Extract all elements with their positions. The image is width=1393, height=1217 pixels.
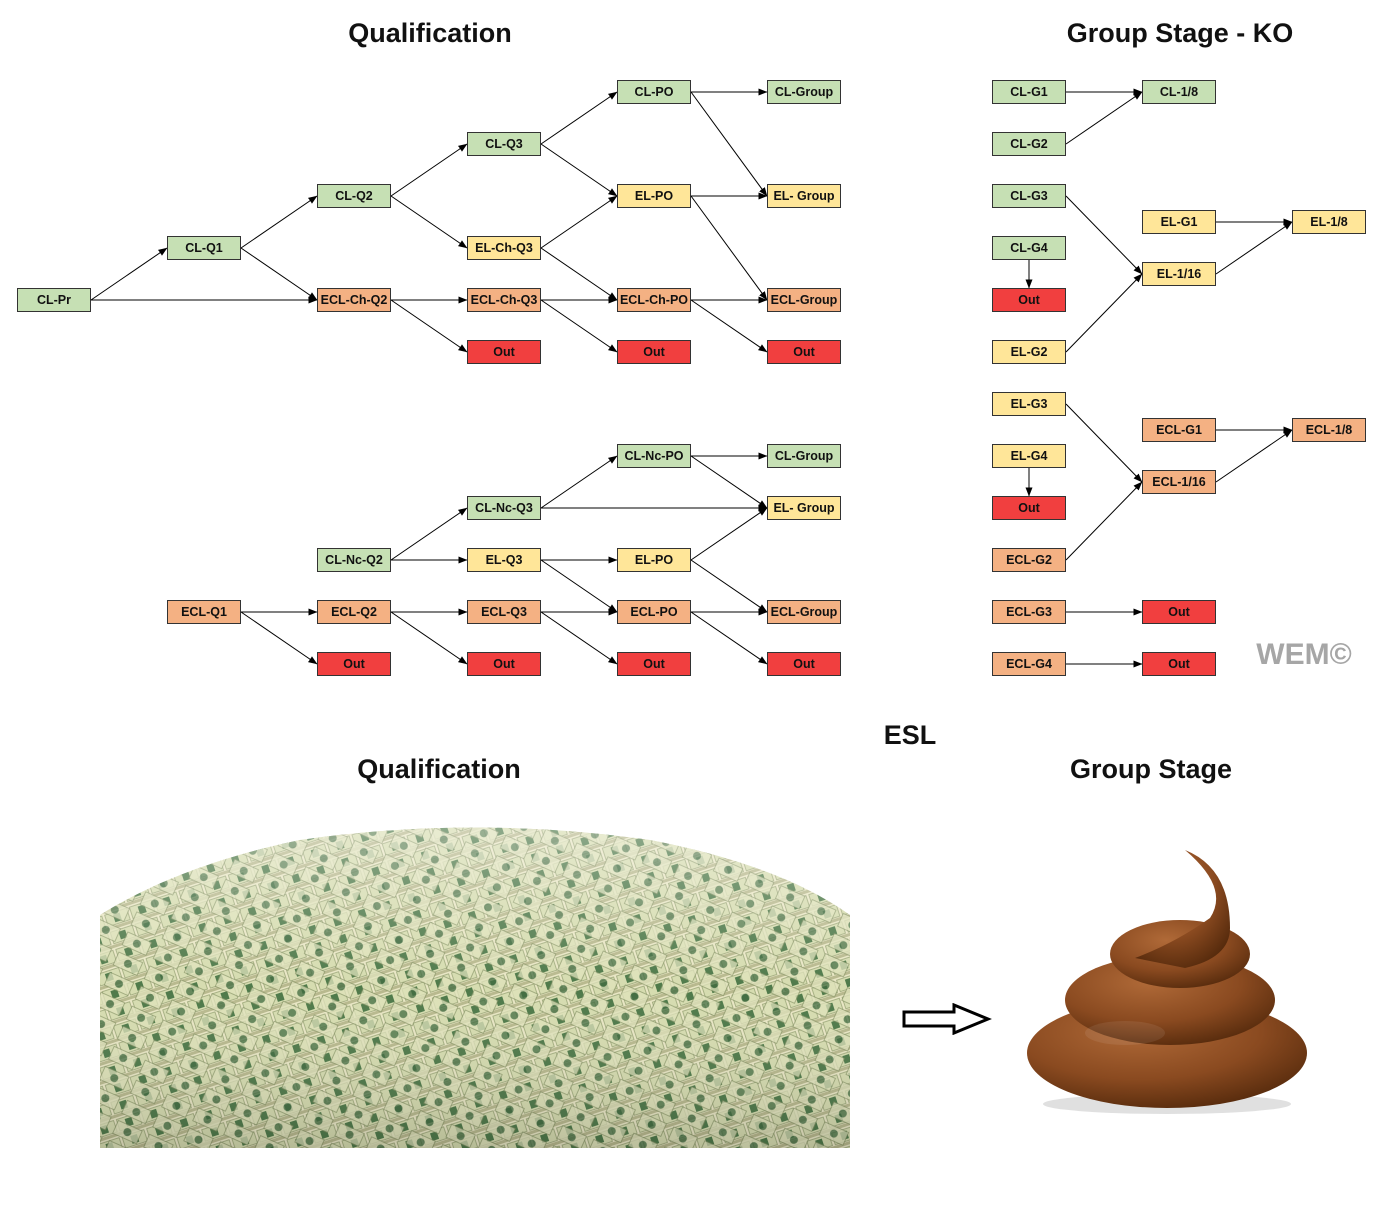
node-out: Out (467, 340, 541, 364)
node-el-1-16: EL-1/16 (1142, 262, 1216, 286)
node-out: Out (317, 652, 391, 676)
connector-eclchpo-out3 (691, 300, 767, 352)
connector-clpr-clq1 (91, 248, 167, 300)
money-pile-icon (100, 820, 850, 1148)
connector-elchq3-eclchpo (541, 248, 617, 300)
node-ecl-ch-po: ECL-Ch-PO (617, 288, 691, 312)
node-cl-nc-q3: CL-Nc-Q3 (467, 496, 541, 520)
node-cl-nc-po: CL-Nc-PO (617, 444, 691, 468)
node-ecl-1-16: ECL-1/16 (1142, 470, 1216, 494)
node-cl-1-8: CL-1/8 (1142, 80, 1216, 104)
connector-elpo2-elgroup2 (691, 508, 767, 560)
node-el-g4: EL-G4 (992, 444, 1066, 468)
node-out: Out (767, 652, 841, 676)
connector-clg2-cl18 (1066, 92, 1142, 144)
node-out: Out (617, 340, 691, 364)
node-el-1-8: EL-1/8 (1292, 210, 1366, 234)
connector-clg3-el116 (1066, 196, 1142, 274)
connector-elg2-el116 (1066, 274, 1142, 352)
node-cl-q1: CL-Q1 (167, 236, 241, 260)
node-ecl-q3: ECL-Q3 (467, 600, 541, 624)
node-el-group: EL- Group (767, 496, 841, 520)
poop-icon (1025, 848, 1310, 1133)
connector-eclchq2-out1 (391, 300, 467, 352)
connector-clncq2-clncq3 (391, 508, 467, 560)
node-el-g1: EL-G1 (1142, 210, 1216, 234)
node-cl-g4: CL-G4 (992, 236, 1066, 260)
node-el-g2: EL-G2 (992, 340, 1066, 364)
right-arrow-icon (902, 1003, 992, 1035)
watermark: WEM© (1256, 638, 1351, 672)
node-cl-group: CL-Group (767, 80, 841, 104)
connector-elg3-ecl116 (1066, 404, 1142, 482)
connector-clncpo-elgroup2 (691, 456, 767, 508)
node-cl-nc-q2: CL-Nc-Q2 (317, 548, 391, 572)
node-cl-q3: CL-Q3 (467, 132, 541, 156)
connector-clq1-eclchq2 (241, 248, 317, 300)
node-cl-pr: CL-Pr (17, 288, 91, 312)
node-ecl-g2: ECL-G2 (992, 548, 1066, 572)
connector-clq2-clq3 (391, 144, 467, 196)
connector-clncq3-clncpo (541, 456, 617, 508)
node-ecl-q2: ECL-Q2 (317, 600, 391, 624)
esl-qualification-title: Qualification (357, 754, 521, 785)
node-out: Out (1142, 600, 1216, 624)
node-out: Out (1142, 652, 1216, 676)
node-cl-g2: CL-G2 (992, 132, 1066, 156)
esl-title: ESL (884, 720, 937, 751)
node-out: Out (992, 496, 1066, 520)
node-cl-po: CL-PO (617, 80, 691, 104)
node-ecl-po: ECL-PO (617, 600, 691, 624)
connector-elpo-eclgroup (691, 196, 767, 300)
node-el-g3: EL-G3 (992, 392, 1066, 416)
esl-group-stage-title: Group Stage (1070, 754, 1232, 785)
node-cl-g3: CL-G3 (992, 184, 1066, 208)
node-out: Out (992, 288, 1066, 312)
connector-clq3-elpo (541, 144, 617, 196)
node-el-group: EL- Group (767, 184, 841, 208)
connector-eclpo-out7 (691, 612, 767, 664)
connector-clq1-clq2 (241, 196, 317, 248)
node-el-po: EL-PO (617, 548, 691, 572)
connector-el116-el18 (1216, 222, 1292, 274)
connector-clpo-elgroup (691, 92, 767, 196)
connector-ecl116-ecl18 (1216, 430, 1292, 482)
group-stage-ko-title: Group Stage - KO (1067, 18, 1294, 49)
node-cl-group: CL-Group (767, 444, 841, 468)
node-ecl-group: ECL-Group (767, 288, 841, 312)
connector-eclq2-out5 (391, 612, 467, 664)
node-ecl-g1: ECL-G1 (1142, 418, 1216, 442)
node-cl-q2: CL-Q2 (317, 184, 391, 208)
node-el-po: EL-PO (617, 184, 691, 208)
node-el-ch-q3: EL-Ch-Q3 (467, 236, 541, 260)
connector-eclg2-ecl116 (1066, 482, 1142, 560)
node-ecl-1-8: ECL-1/8 (1292, 418, 1366, 442)
node-ecl-g4: ECL-G4 (992, 652, 1066, 676)
node-ecl-group: ECL-Group (767, 600, 841, 624)
connector-clq3-clpo (541, 92, 617, 144)
connector-elq3-eclpo (541, 560, 617, 612)
node-ecl-ch-q3: ECL-Ch-Q3 (467, 288, 541, 312)
node-el-q3: EL-Q3 (467, 548, 541, 572)
node-out: Out (467, 652, 541, 676)
node-cl-g1: CL-G1 (992, 80, 1066, 104)
qualification-title: Qualification (348, 18, 512, 49)
node-out: Out (617, 652, 691, 676)
node-ecl-ch-q2: ECL-Ch-Q2 (317, 288, 391, 312)
connector-elchq3-elpo (541, 196, 617, 248)
connector-clq2-elchq3 (391, 196, 467, 248)
connector-elpo2-eclgroup2 (691, 560, 767, 612)
connector-eclq1-out4 (241, 612, 317, 664)
node-ecl-g3: ECL-G3 (992, 600, 1066, 624)
node-ecl-q1: ECL-Q1 (167, 600, 241, 624)
connector-eclchq3-out2 (541, 300, 617, 352)
connector-eclq3-out6 (541, 612, 617, 664)
node-out: Out (767, 340, 841, 364)
